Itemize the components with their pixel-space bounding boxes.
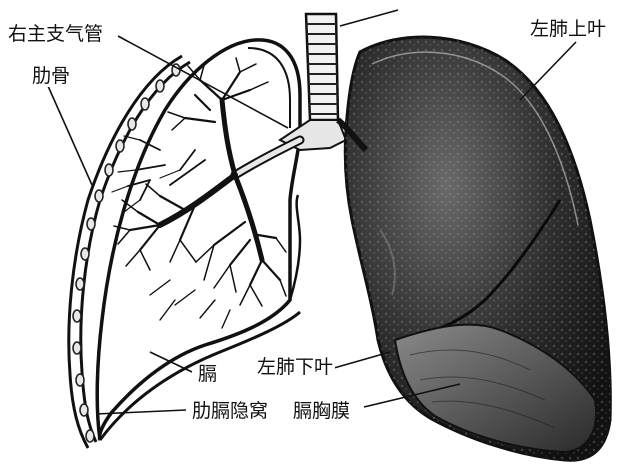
trachea — [280, 14, 346, 150]
label-diaphragmatic-pleura: 膈胸膜 — [291, 401, 352, 422]
leader-costodiaphragmatic-recess — [96, 410, 186, 414]
label-left-upper-lobe: 左肺上叶 — [528, 19, 608, 40]
left-lung — [338, 37, 610, 460]
label-costodiaphragmatic-recess: 肋膈隐窝 — [190, 401, 270, 422]
leader-left-lower-lobe — [334, 352, 390, 368]
leader-trachea-top — [340, 10, 398, 26]
rib-cage-wall — [69, 56, 190, 448]
label-rib: 肋骨 — [30, 66, 72, 87]
leader-left-upper-lobe — [520, 42, 576, 100]
label-left-lower-lobe: 左肺下叶 — [255, 357, 335, 378]
leader-rib — [48, 86, 92, 185]
label-right-main-bronchus: 右主支气管 — [6, 24, 105, 45]
label-diaphragm: 膈 — [196, 364, 219, 385]
rib-segments — [73, 64, 180, 442]
bronchial-tree — [112, 58, 300, 328]
